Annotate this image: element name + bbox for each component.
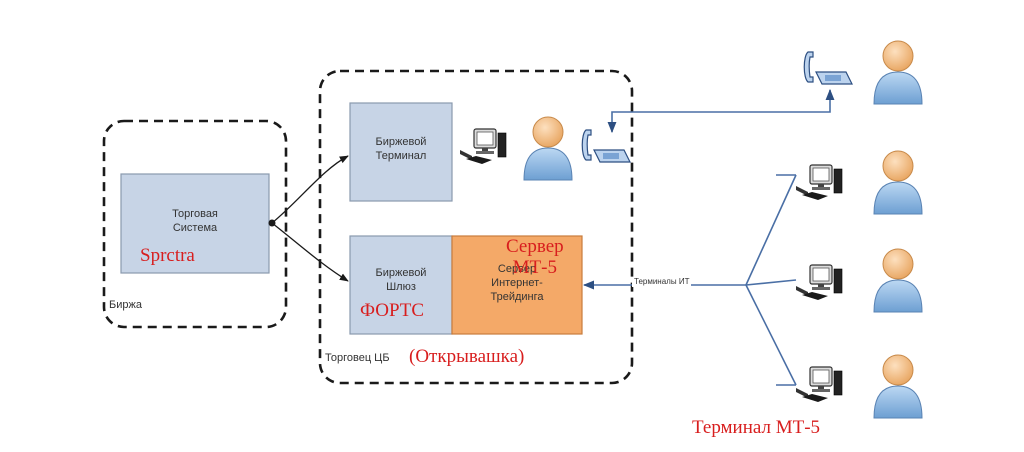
link-to-gateway bbox=[271, 222, 349, 282]
broker-container bbox=[318, 69, 634, 385]
exchange-terminal-label: Биржевой Терминал bbox=[375, 136, 427, 162]
computer-icon bbox=[795, 366, 843, 403]
server-annotation: Сервер МТ-5 bbox=[506, 236, 564, 278]
exchange-title: Биржа bbox=[109, 299, 142, 311]
broker-annotation: (Открывашка) bbox=[409, 346, 525, 367]
computer-icon bbox=[459, 128, 507, 165]
network-link-label: Терминалы ИТ bbox=[632, 277, 692, 287]
trading-system-annotation: Sprctra bbox=[140, 245, 195, 266]
link-to-terminal bbox=[271, 155, 349, 224]
network-branch bbox=[745, 279, 797, 286]
network-branch bbox=[745, 174, 797, 286]
exchange-container bbox=[102, 119, 288, 329]
phone-line bbox=[607, 88, 835, 134]
network-branch bbox=[745, 284, 797, 386]
trading-server-box bbox=[451, 235, 583, 335]
exchange-gateway-label: Биржевой Шлюз bbox=[375, 267, 427, 293]
clients-annotation: Терминал МТ-5 bbox=[692, 417, 821, 438]
user-icon bbox=[873, 150, 923, 215]
phone-icon bbox=[803, 51, 853, 85]
user-icon bbox=[873, 248, 923, 313]
gateway-annotation: ФОРТС bbox=[360, 300, 425, 321]
user-icon bbox=[873, 354, 923, 419]
trading-system-label: Торговая Система bbox=[172, 208, 218, 234]
computer-icon bbox=[795, 264, 843, 301]
computer-icon bbox=[795, 164, 843, 201]
trading-server-label: Сервер Интернет- Трейдинга bbox=[490, 263, 544, 303]
broker-title: Торговец ЦБ bbox=[325, 352, 390, 364]
user-icon bbox=[523, 116, 573, 181]
user-icon bbox=[873, 40, 923, 105]
exchange-terminal-box bbox=[349, 102, 453, 202]
phone-icon bbox=[581, 129, 631, 163]
